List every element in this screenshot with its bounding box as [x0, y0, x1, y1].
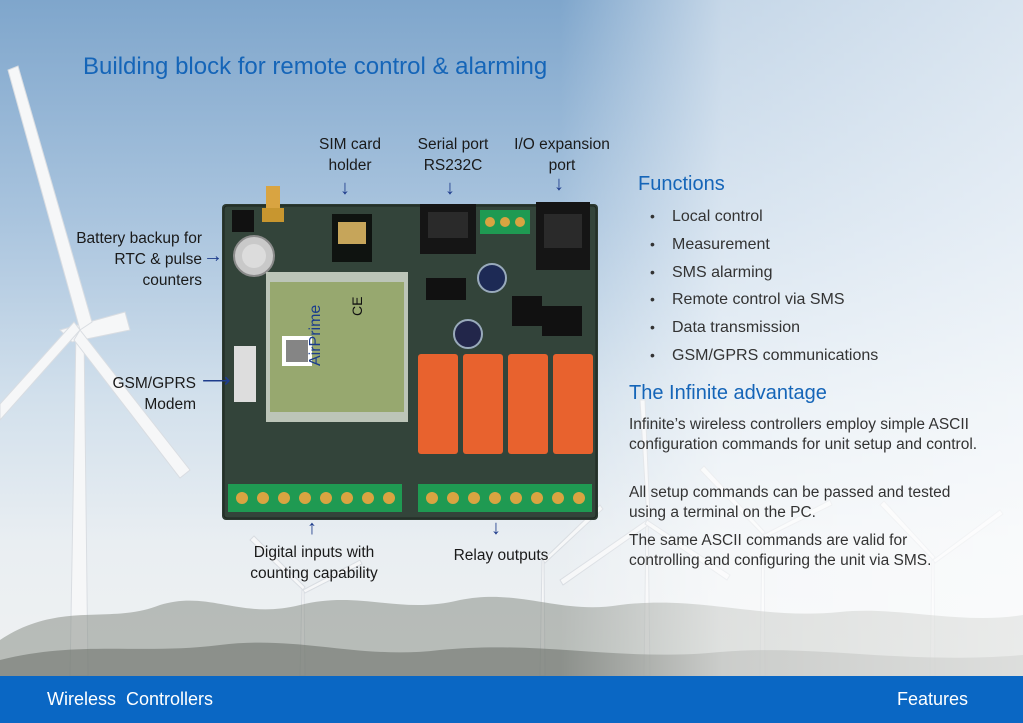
callout-digital-inputs: Digital inputs with counting capability — [250, 544, 378, 582]
advantage-paragraph: All setup commands can be passed and tes… — [629, 484, 951, 521]
callout-relay-outputs: Relay outputs — [453, 547, 549, 564]
list-item: GSM/GPRS communications — [650, 342, 878, 370]
callout-io-expansion-port: I/O expansion port — [514, 136, 610, 174]
arrow-down-icon: ↓ — [554, 173, 564, 195]
footer-right-label: Features — [897, 689, 969, 709]
callout-battery-backup: Battery backup for RTC & pulse counters — [76, 230, 202, 289]
arrow-down-icon: ↓ — [340, 177, 350, 199]
page-title: Building block for remote control & alar… — [83, 53, 548, 80]
arrow-right-icon: → — [203, 245, 223, 267]
functions-heading: Functions — [638, 173, 725, 195]
arrow-up-icon: ↑ — [307, 517, 317, 539]
callout-gsm-gprs-modem: GSM/GPRS Modem — [112, 375, 196, 413]
modem-brand-label: AirPrime — [307, 305, 324, 366]
arrow-right-icon: ⟶ — [202, 370, 231, 392]
footer-bar: Wireless Controllers Features — [0, 676, 1023, 723]
callout-sim-card-holder: SIM card holder — [318, 136, 381, 174]
controller-board-image: AirPrime CE — [222, 186, 598, 520]
list-item: Remote control via SMS — [650, 286, 878, 314]
advantage-paragraph: Infinite’s wireless controllers employ s… — [629, 416, 978, 453]
callout-serial-port: Serial port RS232C — [417, 136, 489, 174]
footer-left-label: Wireless Controllers — [47, 689, 214, 709]
list-item: Local control — [650, 203, 878, 231]
arrow-down-icon: ↓ — [445, 177, 455, 199]
arrow-down-icon: ↓ — [491, 517, 501, 539]
functions-list: Local control Measurement SMS alarming R… — [650, 203, 878, 370]
list-item: Measurement — [650, 231, 878, 259]
ce-mark: CE — [349, 297, 365, 316]
list-item: Data transmission — [650, 314, 878, 342]
advantage-heading: The Infinite advantage — [629, 382, 827, 404]
list-item: SMS alarming — [650, 259, 878, 287]
advantage-paragraph: The same ASCII commands are valid for co… — [629, 532, 932, 569]
